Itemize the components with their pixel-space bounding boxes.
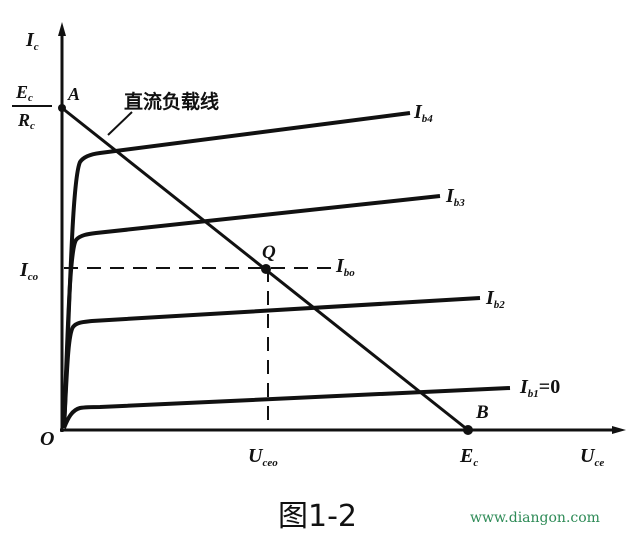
curve-label-ib3: Ib3 [445,185,465,209]
origin-label: O [40,428,54,450]
y-axis-arrow-icon [58,22,66,36]
curve-ib4 [62,111,411,429]
ico-label: Ico [19,259,39,283]
point-q-label: Q [262,242,276,263]
x-axis-arrow-icon [612,426,626,434]
uceo-label: Uceo [248,445,278,469]
curve-label-ib2: Ib2 [485,287,505,311]
watermark: www.diangon.com [470,510,600,526]
point-a-label: A [67,84,80,104]
curve-ib2 [62,296,481,429]
ec-numerator: Ec [15,82,33,104]
curve-label-ibo: Ibo [335,255,355,279]
figure-caption: 图1-2 [278,499,357,534]
load-line-leader [107,111,133,136]
point-b-label: B [475,402,489,423]
point-q [261,264,271,274]
ec-x-label: Ec [459,445,478,469]
load-line-label: 直流负载线 [124,90,219,113]
point-a [58,104,66,112]
curve-label-ib1: Ib1=0 [519,376,560,400]
x-axis-label: Uce [580,445,604,469]
curve-ib1 [62,386,511,429]
rc-denominator: Rc [17,110,35,132]
point-b [463,425,473,435]
y-axis-label: Ic [25,29,39,53]
curve-label-ib4: Ib4 [413,101,433,125]
